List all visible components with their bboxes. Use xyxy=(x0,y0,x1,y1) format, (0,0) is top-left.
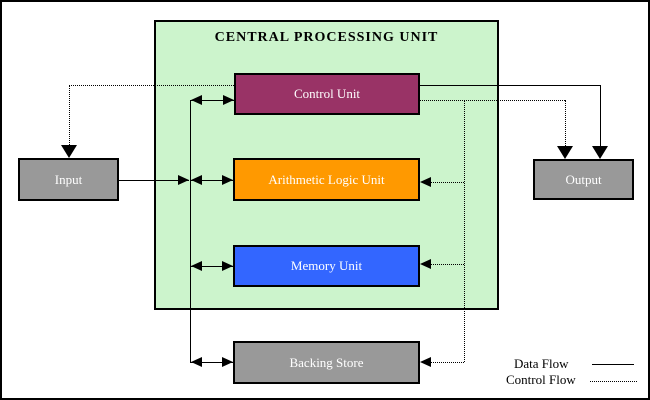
data-flow-line-bus-to-alu xyxy=(190,180,233,181)
arrowhead-left-bus-backing-icon xyxy=(191,357,202,367)
backing-store-box: Backing Store xyxy=(233,341,420,384)
arrowhead-left-into-memory-icon xyxy=(420,259,431,269)
output-box: Output xyxy=(533,159,634,200)
arrowhead-down-into-output-data-icon xyxy=(592,146,608,159)
memory-unit-box: Memory Unit xyxy=(233,245,420,287)
control-flow-bus-vertical xyxy=(464,100,465,362)
arithmetic-logic-unit-label: Arithmetic Logic Unit xyxy=(268,172,385,187)
arrowhead-left-into-alu-icon xyxy=(420,177,431,187)
legend-control-flow-label: Control Flow xyxy=(506,372,576,387)
arrowhead-down-into-input-icon xyxy=(61,145,77,158)
output-label: Output xyxy=(565,172,602,187)
input-label: Input xyxy=(54,172,83,187)
control-flow-branch-memory xyxy=(431,264,464,265)
arithmetic-logic-unit-box: Arithmetic Logic Unit xyxy=(233,158,420,201)
data-flow-bus-vertical xyxy=(190,100,191,362)
memory-unit-label: Memory Unit xyxy=(290,258,363,273)
arrowhead-left-bus-cu-icon xyxy=(191,95,202,105)
data-flow-line-bus-to-backing-store xyxy=(190,362,233,363)
arrowhead-left-bus-alu-icon xyxy=(191,175,202,185)
control-flow-line-cu-to-output-vertical xyxy=(565,100,566,146)
arrowhead-right-into-backing-icon xyxy=(222,357,233,367)
arrowhead-down-into-output-control-icon xyxy=(557,146,573,159)
data-flow-line-cu-to-output-vertical xyxy=(600,85,601,146)
control-flow-branch-alu xyxy=(431,182,464,183)
control-flow-line-cu-to-input-horizontal xyxy=(69,85,234,86)
arrowhead-left-into-backing-store-icon xyxy=(420,357,431,367)
cpu-title: CENTRAL PROCESSING UNIT xyxy=(214,30,439,45)
control-flow-line-cu-to-output-horizontal xyxy=(420,100,565,101)
data-flow-line-bus-to-cu xyxy=(190,100,234,101)
arrowhead-right-into-cu-icon xyxy=(223,95,234,105)
legend-control-flow-line-sample xyxy=(590,381,637,382)
data-flow-line-input-to-bus xyxy=(119,180,189,181)
arrowhead-right-input-bus-icon xyxy=(178,175,189,185)
data-flow-line-cu-to-output-horizontal xyxy=(420,85,600,86)
legend-data-flow-line-sample xyxy=(592,364,634,365)
control-flow-line-cu-to-input-vertical xyxy=(69,85,70,145)
arrowhead-left-bus-memory-icon xyxy=(191,261,202,271)
legend-data-flow-label: Data Flow xyxy=(514,356,569,371)
control-unit-box: Control Unit xyxy=(234,73,420,115)
data-flow-line-bus-to-memory xyxy=(190,266,233,267)
backing-store-label: Backing Store xyxy=(289,355,364,370)
control-unit-label: Control Unit xyxy=(293,86,361,101)
control-flow-branch-backing-store xyxy=(431,362,464,363)
input-box: Input xyxy=(18,158,119,201)
arrowhead-right-into-alu-icon xyxy=(222,175,233,185)
arrowhead-right-into-memory-icon xyxy=(222,261,233,271)
